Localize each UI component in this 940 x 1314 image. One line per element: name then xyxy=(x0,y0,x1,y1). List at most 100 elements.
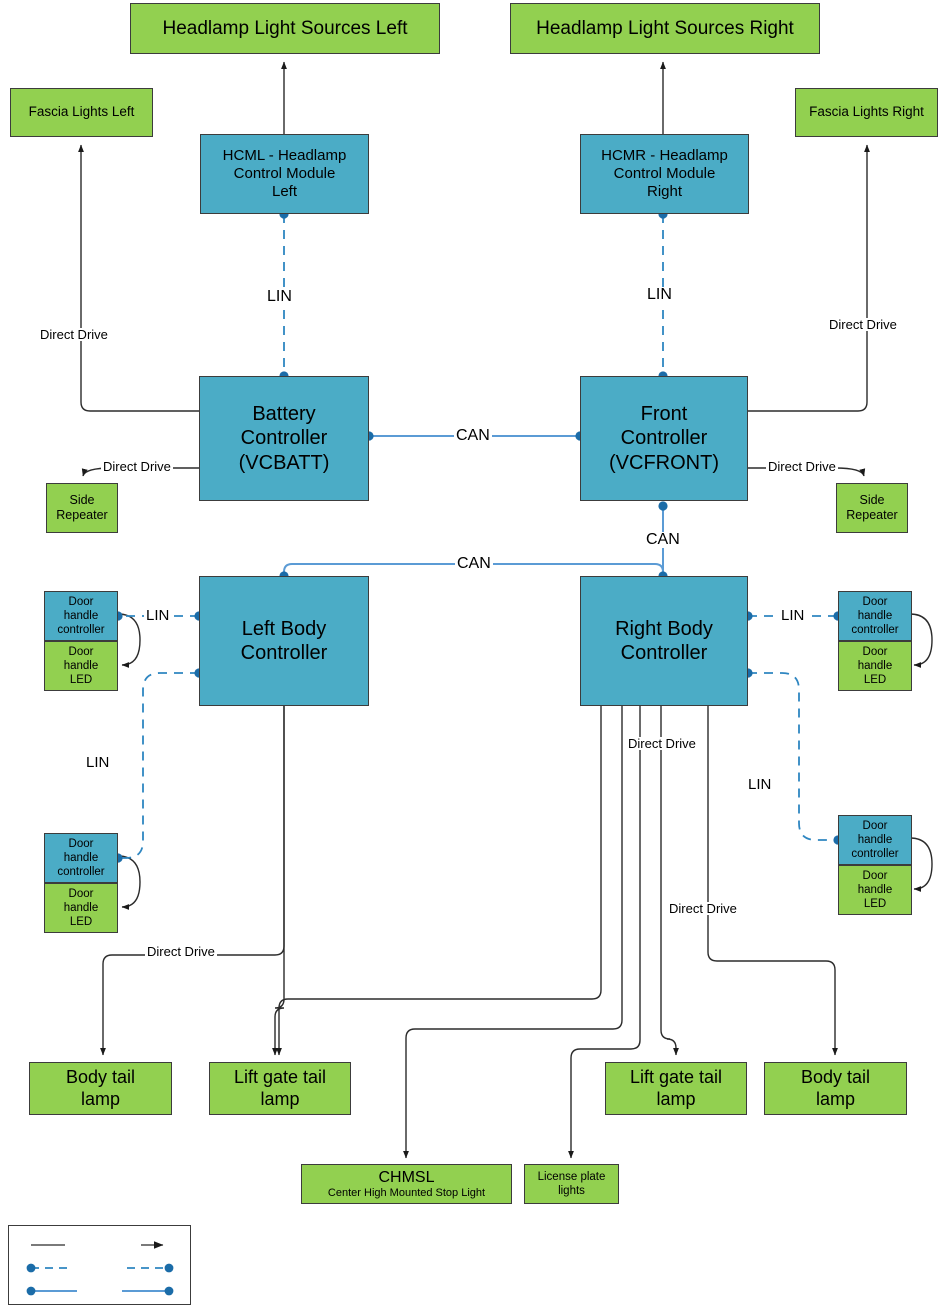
node-label-line1: Right Body xyxy=(615,617,713,640)
node-label-line2: handle xyxy=(63,901,99,914)
edge-label-direct-drive-fascia-left: Direct Drive xyxy=(38,327,110,342)
node-label-line3: Right xyxy=(646,183,683,201)
node-label-line1: Body tail xyxy=(800,1066,871,1087)
node-label: Headlamp Light Sources Right xyxy=(536,17,794,39)
node-label-line2: lamp xyxy=(815,1088,855,1109)
node-headlamp-light-sources-right[interactable]: Headlamp Light Sources Right xyxy=(510,3,820,54)
node-label-line1: Door xyxy=(862,645,888,658)
node-label-line3: controller xyxy=(57,866,105,878)
node-label-line1: Side xyxy=(859,492,885,507)
legend-box: Direct Drive LIN CAN xyxy=(8,1225,191,1305)
legend-graphics xyxy=(26,1241,174,1296)
node-label-line2: Controller xyxy=(620,642,708,664)
node-label-line3: controller xyxy=(851,624,899,636)
node-label-line3: (VCBATT) xyxy=(238,451,330,474)
node-door-handle-led-left-rear[interactable]: Door handle LED xyxy=(44,883,118,933)
node-label-line3: controller xyxy=(57,624,105,636)
bus-nodes xyxy=(113,209,843,863)
node-label-line1: Battery xyxy=(252,402,316,425)
node-label-expanded: Center High Mounted Stop Light xyxy=(327,1187,486,1200)
node-door-handle-controller-right-rear[interactable]: Door handle controller xyxy=(838,815,912,865)
node-hcmr-headlamp-control-module-right[interactable]: HCMR - Headlamp Control Module Right xyxy=(580,134,749,214)
node-door-handle-led-left-front[interactable]: Door handle LED xyxy=(44,641,118,691)
node-label-line1: Side xyxy=(69,492,95,507)
node-label-line2: handle xyxy=(63,659,99,672)
edge-label-lin-left-front-door: LIN xyxy=(144,607,172,624)
node-label-line2: Controller xyxy=(240,642,328,664)
node-side-repeater-right[interactable]: Side Repeater xyxy=(836,483,908,533)
node-label-line1: HCMR - Headlamp xyxy=(601,146,728,164)
node-label-line1: Body tail xyxy=(65,1066,136,1087)
node-label-line2: lamp xyxy=(656,1088,696,1109)
edge-label-lin-hcml: LIN xyxy=(265,288,294,305)
edge-label-direct-drive-side-repeater-right: Direct Drive xyxy=(766,459,838,474)
node-label-line1: Lift gate tail xyxy=(233,1066,327,1087)
node-label: Fascia Lights Left xyxy=(28,104,135,120)
node-body-tail-lamp-left[interactable]: Body tail lamp xyxy=(29,1062,172,1115)
node-label-line1: License plate xyxy=(537,1170,606,1183)
node-label-line1: Door xyxy=(862,869,888,882)
node-label-line1: Left Body xyxy=(241,617,327,640)
node-lift-gate-tail-lamp-right[interactable]: Lift gate tail lamp xyxy=(605,1062,747,1115)
edge-label-direct-drive-right-body-lower: Direct Drive xyxy=(667,901,739,916)
node-label-line2: Control Module xyxy=(233,164,336,182)
node-door-handle-led-right-rear[interactable]: Door handle LED xyxy=(838,865,912,915)
node-fascia-lights-left[interactable]: Fascia Lights Left xyxy=(10,88,153,137)
node-label-line1: Door xyxy=(862,595,888,608)
node-label-line2: lamp xyxy=(80,1088,120,1109)
edge-label-direct-drive-right-body-upper: Direct Drive xyxy=(626,736,698,751)
node-label-line1: Door xyxy=(68,837,94,850)
node-label-line3: (VCFRONT) xyxy=(609,451,719,474)
node-front-controller-vcfront[interactable]: Front Controller (VCFRONT) xyxy=(580,376,748,501)
lin-wires xyxy=(120,214,838,859)
edge-label-can-battery-front: CAN xyxy=(454,427,492,444)
node-label-line2: handle xyxy=(63,851,99,864)
edge-label-direct-drive-side-repeater-left: Direct Drive xyxy=(101,459,173,474)
edge-label-direct-drive-left-body: Direct Drive xyxy=(145,944,217,959)
node-label-line1: Front xyxy=(640,402,688,425)
node-lift-gate-tail-lamp-left[interactable]: Lift gate tail lamp xyxy=(209,1062,351,1115)
node-label-line3: LED xyxy=(69,674,93,686)
node-label-line2: Repeater xyxy=(56,508,108,522)
edge-label-lin-right-rear-door: LIN xyxy=(746,776,774,793)
node-left-body-controller[interactable]: Left Body Controller xyxy=(199,576,369,706)
node-door-handle-controller-left-rear[interactable]: Door handle controller xyxy=(44,833,118,883)
node-hcml-headlamp-control-module-left[interactable]: HCML - Headlamp Control Module Left xyxy=(200,134,369,214)
node-label-line1: HCML - Headlamp xyxy=(222,146,347,164)
node-fascia-lights-right[interactable]: Fascia Lights Right xyxy=(795,88,938,137)
node-label-line3: LED xyxy=(69,916,93,928)
node-door-handle-controller-left-front[interactable]: Door handle controller xyxy=(44,591,118,641)
node-body-tail-lamp-right[interactable]: Body tail lamp xyxy=(764,1062,907,1115)
edge-label-lin-hcmr: LIN xyxy=(645,286,674,303)
node-right-body-controller[interactable]: Right Body Controller xyxy=(580,576,748,706)
node-door-handle-controller-right-front[interactable]: Door handle controller xyxy=(838,591,912,641)
node-label-line2: Controller xyxy=(620,427,708,450)
node-label-line3: LED xyxy=(863,898,887,910)
node-label-line1: Door xyxy=(68,595,94,608)
node-label-line1: Lift gate tail xyxy=(629,1066,723,1087)
node-label-line2: handle xyxy=(857,609,893,622)
node-label-line3: Left xyxy=(271,183,298,201)
node-label-line2: Control Module xyxy=(613,164,716,182)
node-license-plate-lights[interactable]: License plate lights xyxy=(524,1164,619,1204)
node-label-line2: lights xyxy=(558,1185,585,1197)
node-door-handle-led-right-front[interactable]: Door handle LED xyxy=(838,641,912,691)
node-label-line2: handle xyxy=(63,609,99,622)
node-chmsl[interactable]: CHMSL Center High Mounted Stop Light xyxy=(301,1164,512,1204)
edge-label-direct-drive-fascia-right: Direct Drive xyxy=(827,317,899,332)
node-label-line2: handle xyxy=(857,883,893,896)
node-label-line3: controller xyxy=(851,848,899,860)
node-label-line2: handle xyxy=(857,833,893,846)
node-label-line2: Repeater xyxy=(846,508,898,522)
edge-label-can-left-right-body: CAN xyxy=(455,555,493,572)
node-battery-controller-vcbatt[interactable]: Battery Controller (VCBATT) xyxy=(199,376,369,501)
node-side-repeater-left[interactable]: Side Repeater xyxy=(46,483,118,533)
node-label-line1: Door xyxy=(68,887,94,900)
node-label-abbrev: CHMSL xyxy=(378,1168,435,1186)
node-label-line2: Controller xyxy=(240,427,328,450)
node-label-line1: Door xyxy=(68,645,94,658)
node-headlamp-light-sources-left[interactable]: Headlamp Light Sources Left xyxy=(130,3,440,54)
node-label-line2: handle xyxy=(857,659,893,672)
